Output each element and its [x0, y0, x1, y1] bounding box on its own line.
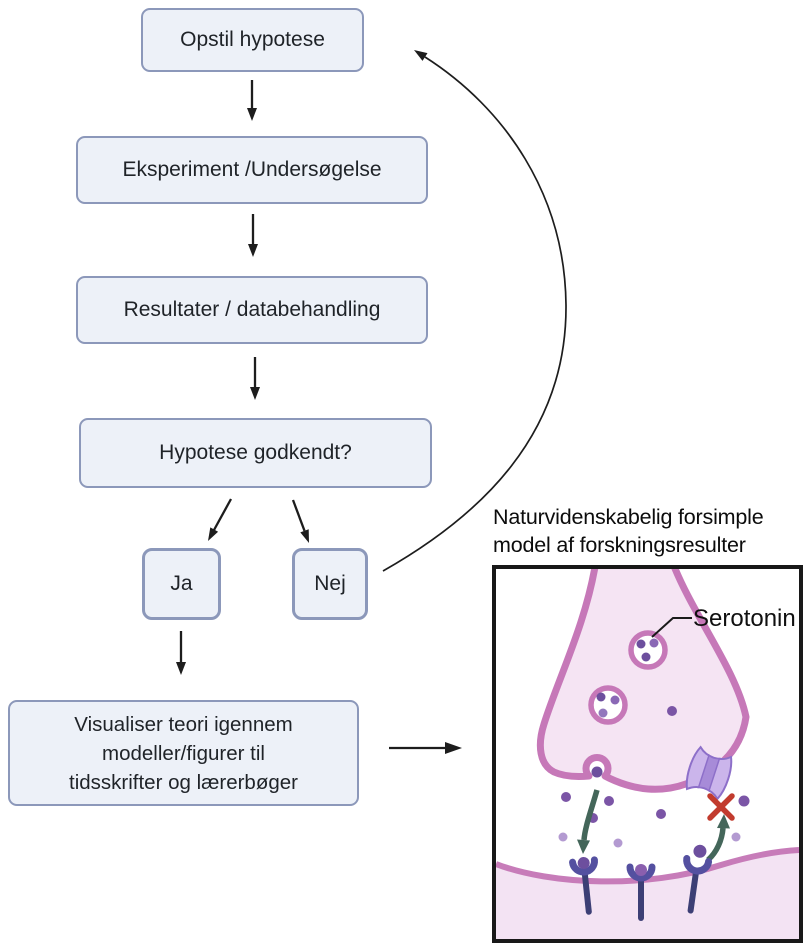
receptor-right [683, 844, 713, 914]
blocked-reuptake-x-icon [707, 793, 735, 821]
vesicle-top [628, 630, 668, 670]
arrow-approved-to-no [291, 499, 309, 543]
flow-box-visualize-line1: Visualiser teori igennem [74, 712, 293, 736]
synapse-illustration [496, 569, 799, 939]
flow-box-approved-label: Hypotese godkendt? [159, 441, 352, 464]
serotonin-molecule [591, 766, 603, 778]
postsynaptic-neuron [496, 847, 799, 939]
flow-box-visualize-line3: tidsskrifter og lærerbøger [69, 770, 298, 794]
flow-box-hypothesis: Opstil hypotese [141, 8, 364, 72]
release-arrow [577, 789, 600, 854]
illustration-caption-line2: model af forskningsresulter [493, 533, 746, 557]
synapse-illustration-frame: Serotonin [492, 565, 803, 943]
flow-box-no-label: Nej [314, 572, 346, 595]
flow-box-visualize: Visualiser teori igennem modeller/figure… [8, 700, 359, 806]
flow-box-approved: Hypotese godkendt? [79, 418, 432, 488]
receptor-middle [626, 863, 656, 921]
postsynaptic-membrane [496, 847, 799, 885]
arrow-visualize-to-illustration [389, 742, 462, 754]
serotonin-label: Serotonin [693, 605, 796, 632]
flow-box-hypothesis-label: Opstil hypotese [180, 28, 325, 51]
flow-box-yes-label: Ja [170, 572, 193, 595]
serotonin-pointer-line [651, 617, 692, 638]
arrow-yes-to-visualize [176, 631, 186, 675]
blocked-reuptake-arrow [706, 814, 730, 863]
arrow-experiment-to-results [248, 214, 258, 257]
illustration-caption: Naturvidenskabelig forsimple model af fo… [493, 503, 764, 559]
receptor-left [569, 856, 598, 915]
flow-box-results-label: Resultater / databehandling [123, 298, 381, 321]
flow-box-visualize-line2: modeller/figurer til [102, 741, 265, 765]
presynaptic-terminal [536, 569, 750, 793]
illustration-caption-line1: Naturvidenskabelig forsimple [493, 505, 764, 529]
serotonin-transporter [685, 745, 733, 801]
serotonin-molecule [667, 706, 677, 716]
arrow-approved-to-yes [208, 498, 233, 541]
flow-box-results: Resultater / databehandling [76, 276, 428, 344]
arrow-results-to-approved [250, 357, 260, 400]
arrow-hypothesis-to-experiment [247, 80, 257, 121]
flow-box-yes: Ja [142, 548, 221, 620]
flow-box-experiment-label: Eksperiment /Undersøgelse [122, 158, 382, 181]
flow-box-experiment: Eksperiment /Undersøgelse [76, 136, 428, 204]
flow-box-no: Nej [292, 548, 368, 620]
vesicle-left [588, 685, 628, 725]
